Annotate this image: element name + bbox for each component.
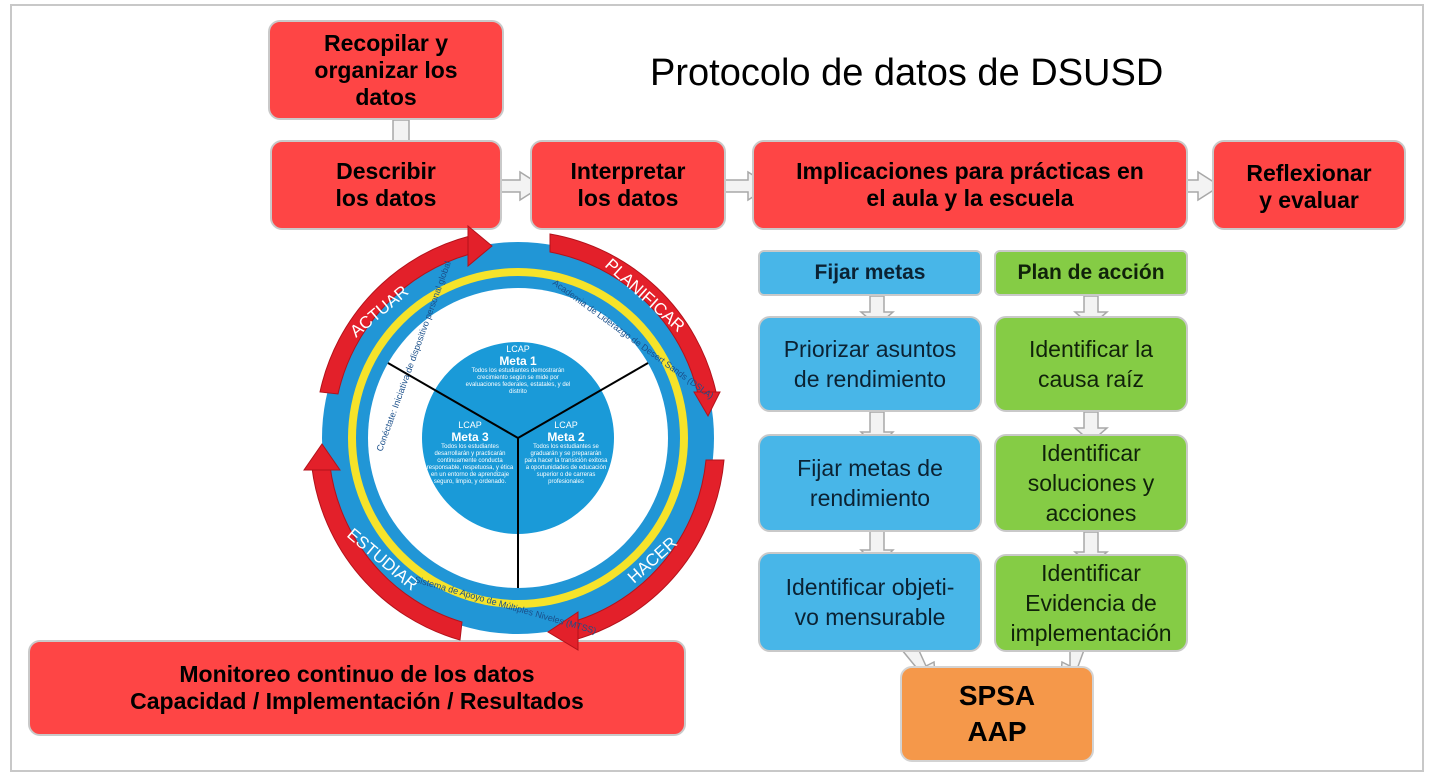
step-implications: Implicaciones para prácticas en el aula … (752, 140, 1188, 230)
diagram-title: Protocolo de datos de DSUSD (650, 52, 1164, 94)
action-header: Plan de acción (994, 250, 1188, 296)
arrow-planificar-head (693, 391, 721, 418)
goal-2-text: Todos los estudiantes se graduarán y se … (524, 444, 608, 485)
goal-1-text: Todos los estudiantes demostrarán crecim… (465, 368, 571, 395)
goal-3-text: Todos los estudiantes desarrollarán y pr… (426, 444, 514, 485)
goals-item-objective: Identificar objeti- vo mensurable (758, 552, 982, 652)
goals-item-prioritize: Priorizar asuntos de rendimiento (758, 316, 982, 412)
goal-3-name: Meta 3 (451, 430, 489, 444)
wheel-goal-1: LCAP Meta 1 Todos los estudiantes demost… (464, 344, 572, 396)
wheel-goal-3: LCAP Meta 3 Todos los estudiantes desarr… (426, 420, 514, 486)
action-item-solutions: Identificar soluciones y acciones (994, 434, 1188, 532)
goal-3-tag: LCAP (458, 420, 482, 430)
step-describe: Describir los datos (270, 140, 502, 230)
action-item-root-cause: Identificar la causa raíz (994, 316, 1188, 412)
goals-item-set-goals: Fijar metas de rendimiento (758, 434, 982, 532)
step-interpret: Interpretar los datos (530, 140, 726, 230)
step-collect: Recopilar y organizar los datos (268, 20, 504, 120)
goal-2-name: Meta 2 (547, 430, 585, 444)
goal-2-tag: LCAP (554, 420, 578, 430)
goal-1-tag: LCAP (506, 344, 530, 354)
action-item-evidence: Identificar Evidencia de implementación (994, 554, 1188, 652)
step-reflect: Reflexionar y evaluar (1212, 140, 1406, 230)
arrow-hacer-head (547, 611, 579, 651)
goal-1-name: Meta 1 (499, 354, 537, 368)
arrow-estudiar-head (303, 443, 341, 471)
monitoring-box: Monitoreo continuo de los datos Capacida… (28, 640, 686, 736)
arrow-actuar-head (467, 224, 493, 268)
wheel-goal-2: LCAP Meta 2 Todos los estudiantes se gra… (524, 420, 608, 486)
outcome-spsa-aap: SPSA AAP (900, 666, 1094, 762)
goals-header: Fijar metas (758, 250, 982, 296)
